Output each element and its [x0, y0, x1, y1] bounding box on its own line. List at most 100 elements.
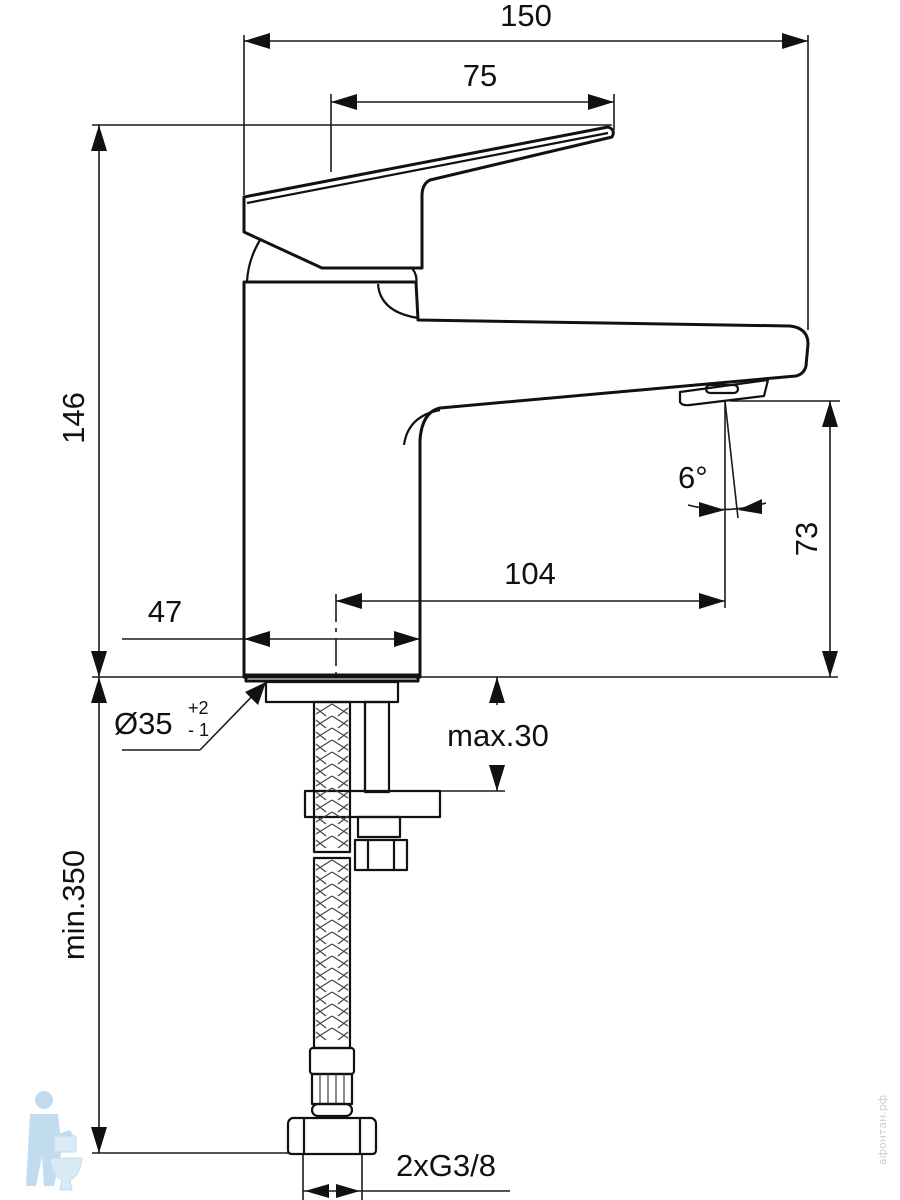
hose-braid-stroke — [315, 871, 333, 883]
hose-braid-stroke — [315, 967, 333, 979]
fixing-nut — [353, 838, 409, 872]
hose-braid-stroke — [331, 955, 349, 967]
hose-braid-stroke — [331, 871, 349, 883]
hose-braid-stroke — [331, 895, 349, 907]
arrow-left — [244, 33, 270, 49]
hose-braid-stroke — [337, 1019, 349, 1029]
arrow-down — [91, 651, 107, 677]
hose-braid-stroke — [331, 715, 349, 727]
lever-handle — [242, 125, 615, 270]
dim-spout-height: 73 — [730, 400, 840, 677]
hose-braid-stroke — [315, 755, 327, 765]
hose-braid-stroke — [315, 823, 333, 835]
arrow-down — [489, 765, 505, 791]
hose-braid-stroke — [315, 739, 333, 751]
tolerance-upper: +2 — [188, 698, 209, 718]
hose-braid-stroke — [331, 883, 349, 895]
hose-braid-stroke — [331, 787, 349, 799]
hose-braid-stroke — [315, 887, 327, 897]
hose-braid-stroke — [337, 755, 349, 765]
hose-braid-stroke — [315, 811, 333, 823]
hose-braid-stroke — [331, 739, 349, 751]
spout-angle-label: 6° — [678, 460, 708, 495]
hose-braid-stroke — [315, 919, 333, 931]
hose-braid-stroke — [337, 815, 349, 825]
hose-braid-stroke — [331, 1003, 349, 1015]
hose-braid-stroke — [315, 815, 327, 825]
dim-spout-reach: 104 — [335, 556, 725, 676]
braided-hose — [286, 700, 378, 1156]
arrow-right — [394, 631, 420, 647]
dim-overall-width: 150 — [243, 0, 809, 330]
dim-min-hose: min.350 — [56, 677, 290, 1154]
spout-reach-label: 104 — [504, 556, 556, 591]
arrow-right — [699, 593, 725, 609]
faucet-body — [242, 125, 810, 683]
min-hose-label: min.350 — [56, 850, 91, 960]
hose-braid-stroke — [315, 719, 327, 729]
hose-braid-stroke — [331, 1015, 349, 1027]
hose-braid-stroke — [331, 919, 349, 931]
hose-braid-stroke — [337, 983, 349, 993]
hose-braid-stroke — [315, 991, 333, 1003]
hose-braid-stroke — [315, 983, 327, 993]
dim-max-counter: max.30 — [440, 677, 549, 792]
hose-braid-stroke — [331, 967, 349, 979]
hose-braid-stroke — [315, 827, 327, 837]
hose-braid-stroke — [337, 803, 349, 813]
hose-braid-stroke — [315, 1003, 333, 1015]
watermark-site-text: афонтан.рф — [876, 1095, 889, 1165]
hose-braid-stroke — [331, 799, 349, 811]
hose-braid-stroke — [331, 943, 349, 955]
arrow-down — [91, 1127, 107, 1153]
hose-braid-stroke — [337, 899, 349, 909]
dim-overall-height: 146 — [56, 124, 612, 677]
arrow-inward-right — [336, 1184, 360, 1198]
hose-braid-stroke — [315, 835, 333, 847]
hose-braid-stroke — [331, 1027, 349, 1039]
hose-braid-stroke — [315, 1031, 327, 1041]
handle-length-label: 75 — [463, 58, 497, 93]
hose-braid-stroke — [315, 979, 333, 991]
hose-braid-stroke — [337, 1007, 349, 1017]
hose-braid-stroke — [331, 763, 349, 775]
hose-braid-stroke — [315, 763, 333, 775]
hose-braid-stroke — [315, 935, 327, 945]
hose-braid-stroke — [315, 955, 333, 967]
hose-braid-stroke — [315, 995, 327, 1005]
hose-braid-stroke — [337, 947, 349, 957]
hose-braid-stroke — [315, 899, 327, 909]
hose-braid-stroke — [337, 971, 349, 981]
dim-spout-angle: 6° — [678, 400, 767, 608]
hose-braid-stroke — [315, 727, 333, 739]
hose-braid-stroke — [337, 719, 349, 729]
hose-braid-stroke — [315, 1019, 327, 1029]
hose-braid-stroke — [337, 935, 349, 945]
hose-braid-stroke — [315, 911, 327, 921]
overall-height-label: 146 — [56, 392, 91, 444]
hose-braid-stroke — [337, 731, 349, 741]
mixer-body — [242, 280, 810, 679]
spout-height-label: 73 — [789, 522, 824, 556]
hose-braid-stroke — [315, 971, 327, 981]
arrow-left — [331, 94, 357, 110]
arrow-up — [489, 677, 505, 703]
hose-braid-stroke — [315, 923, 327, 933]
hose-braid-stroke — [337, 767, 349, 777]
hose-braid-stroke — [337, 791, 349, 801]
hose-braid-stroke — [331, 775, 349, 787]
hose-braid-stroke — [315, 791, 327, 801]
arrow-right — [699, 502, 725, 517]
mounting-flange — [264, 680, 400, 704]
hose-braid-stroke — [315, 947, 327, 957]
hose-braid-stroke — [315, 883, 333, 895]
body-width-label: 47 — [148, 594, 182, 629]
hose-braid-stroke — [337, 887, 349, 897]
hose-braid-stroke — [315, 863, 327, 873]
hose-braid-stroke — [337, 923, 349, 933]
hose-braid-stroke — [315, 787, 333, 799]
hose-connection-nut — [286, 1116, 378, 1156]
dim-body-width: 47 — [122, 594, 420, 647]
hose-braid-stroke — [315, 839, 327, 849]
